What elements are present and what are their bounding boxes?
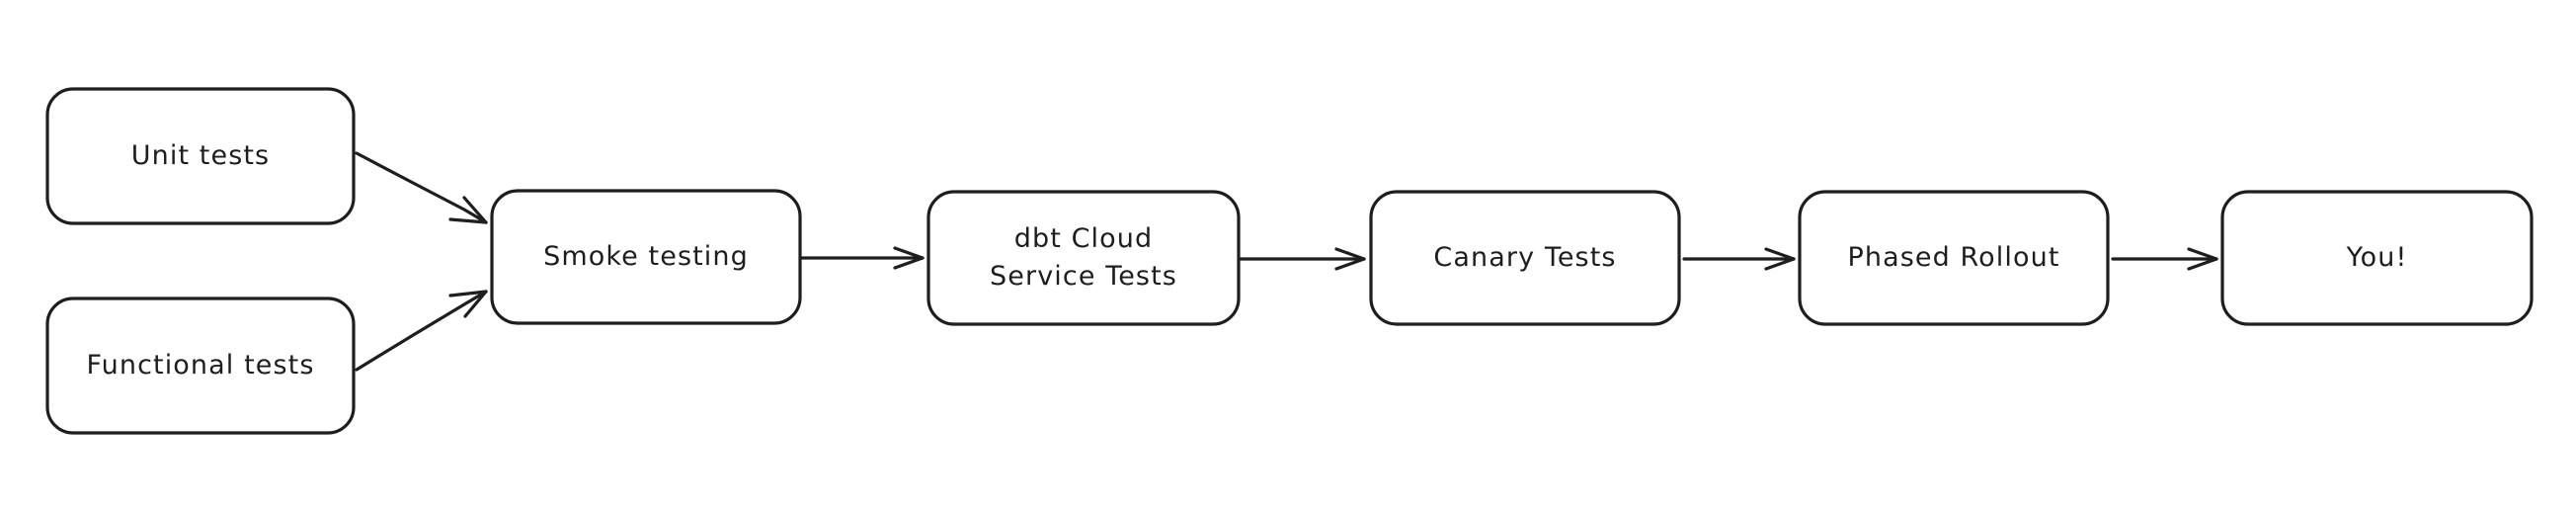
node-shape-layer	[45, 87, 2534, 435]
node-shape-phased-rollout[interactable]	[1798, 190, 2110, 326]
node-shape-functional-tests[interactable]	[45, 297, 356, 435]
node-shape-dbt-cloud-service-tests[interactable]	[926, 190, 1241, 326]
node-shape-unit-tests[interactable]	[45, 87, 356, 225]
node-shape-smoke-testing[interactable]	[490, 189, 802, 325]
edge-smoke-to-dbt	[800, 246, 925, 270]
edge-dbt-to-canary	[1239, 247, 1366, 271]
edge-functional-to-smoke	[355, 290, 488, 372]
edge-canary-to-phased	[1682, 247, 1796, 271]
node-shape-canary-tests[interactable]	[1369, 190, 1681, 326]
node-shape-you[interactable]	[2220, 190, 2534, 326]
edge-layer	[355, 151, 2218, 372]
edge-phased-to-you	[2111, 247, 2218, 271]
edge-unit-to-smoke	[355, 151, 488, 224]
